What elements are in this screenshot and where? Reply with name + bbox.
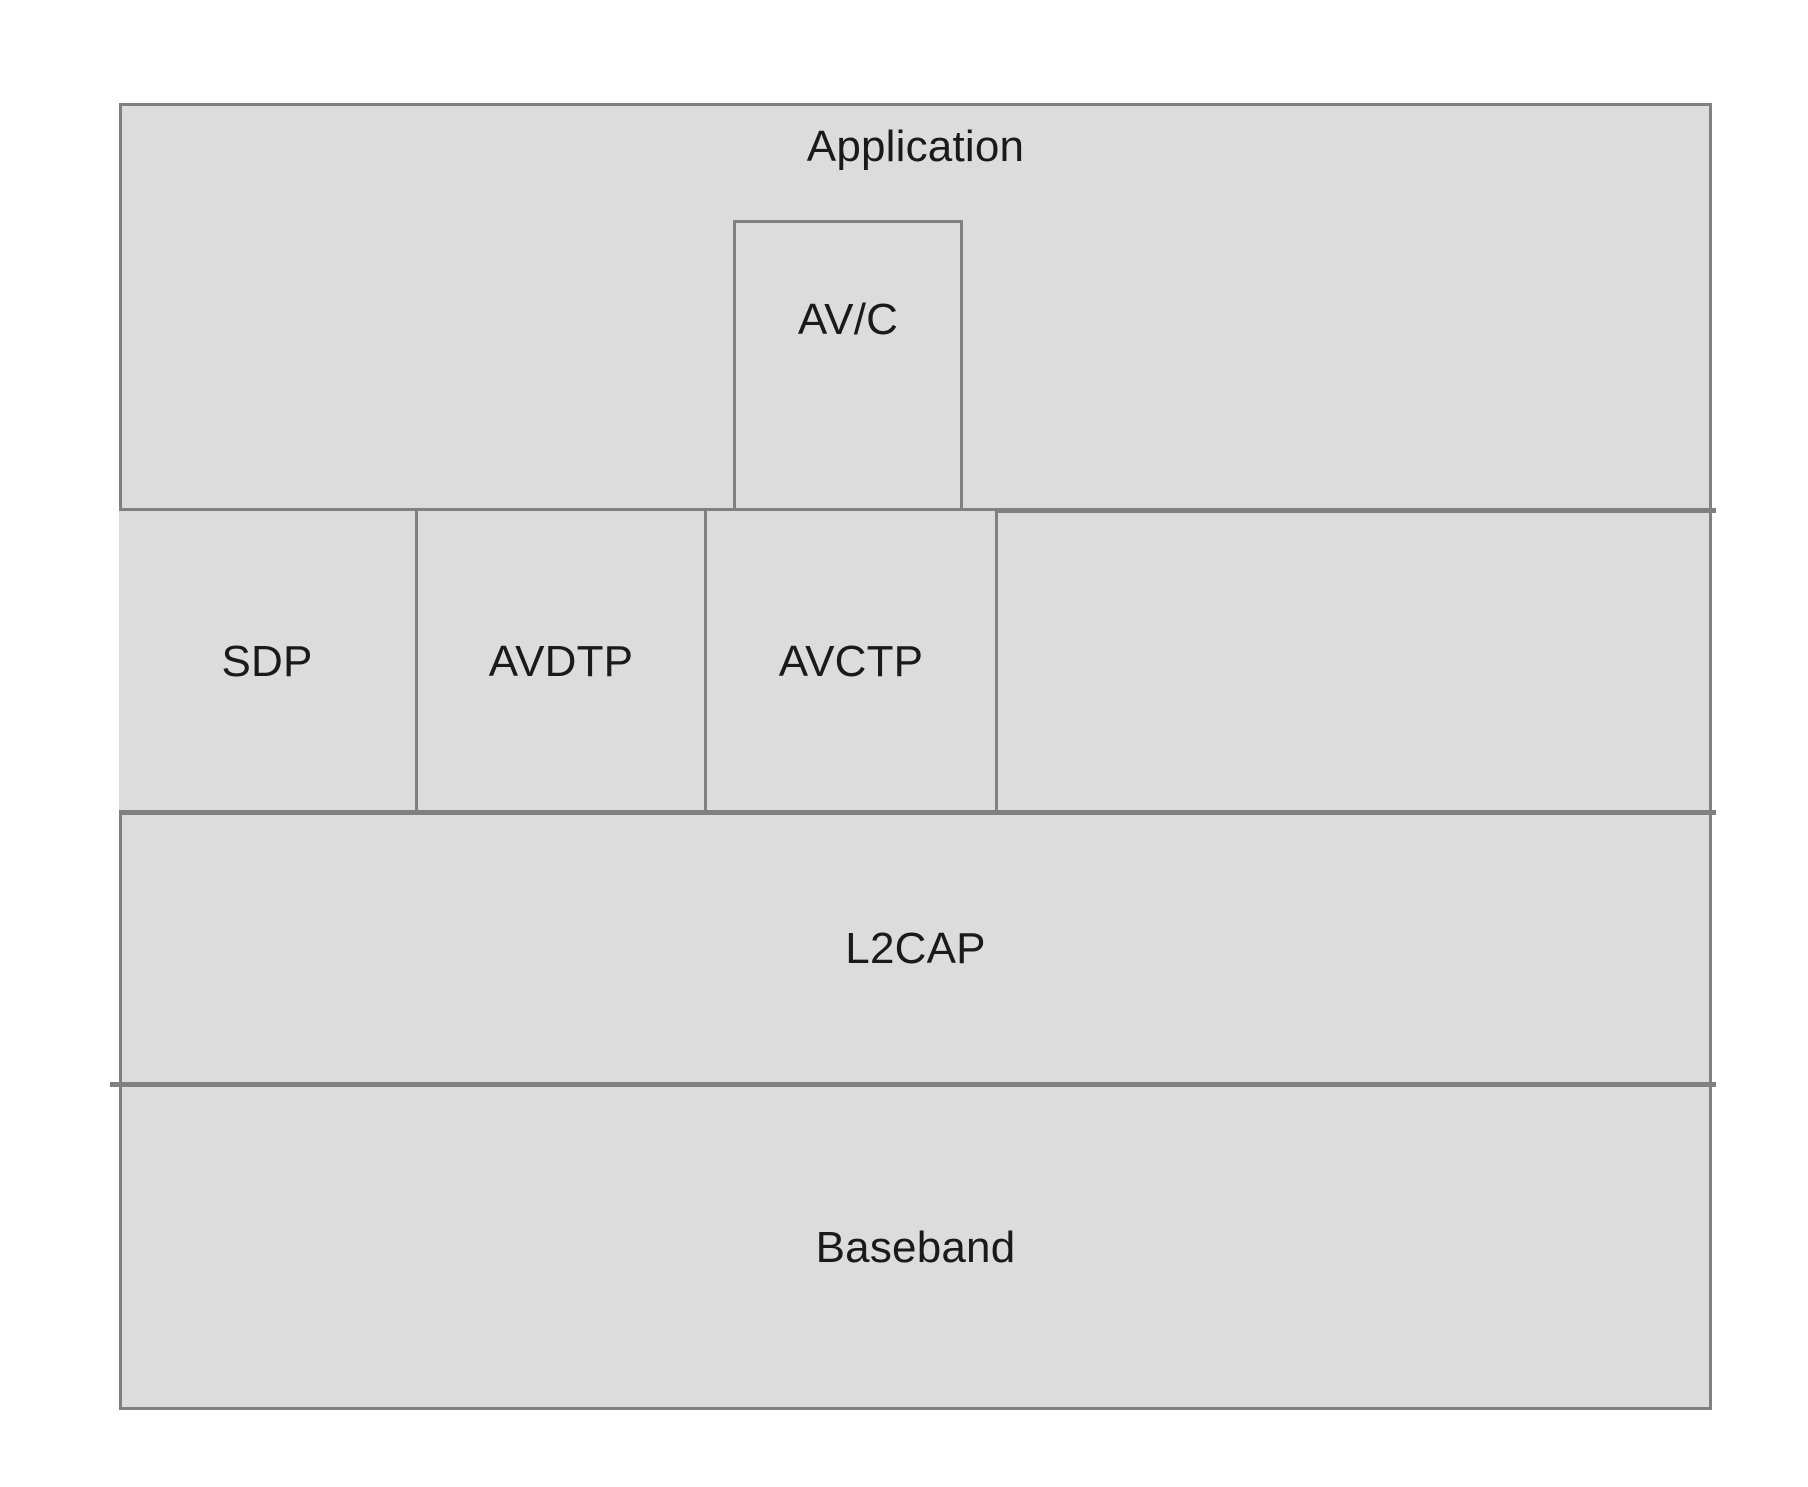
layer-baseband-label: Baseband: [815, 1222, 1016, 1272]
layer-protocol-row: SDP AVDTP AVCTP: [119, 511, 1712, 813]
layer-application: Application: [119, 103, 1712, 511]
block-avctp-label: AVCTP: [778, 637, 924, 686]
block-avc: AV/C: [733, 220, 963, 515]
layer-application-label: Application: [806, 122, 1025, 171]
layer-baseband: Baseband: [119, 1085, 1712, 1410]
divider-application-protocols: [119, 508, 1716, 513]
block-avdtp-label: AVDTP: [488, 637, 634, 686]
layer-l2cap: L2CAP: [119, 813, 1712, 1085]
block-avdtp: AVDTP: [415, 511, 704, 813]
block-sdp: SDP: [119, 511, 415, 813]
layer-l2cap-label: L2CAP: [845, 924, 986, 973]
divider-l2cap-baseband: [110, 1082, 1716, 1087]
block-sdp-label: SDP: [221, 637, 313, 686]
block-avc-label: AV/C: [797, 295, 899, 344]
block-avctp: AVCTP: [704, 511, 998, 813]
divider-protocols-l2cap: [119, 810, 1716, 815]
